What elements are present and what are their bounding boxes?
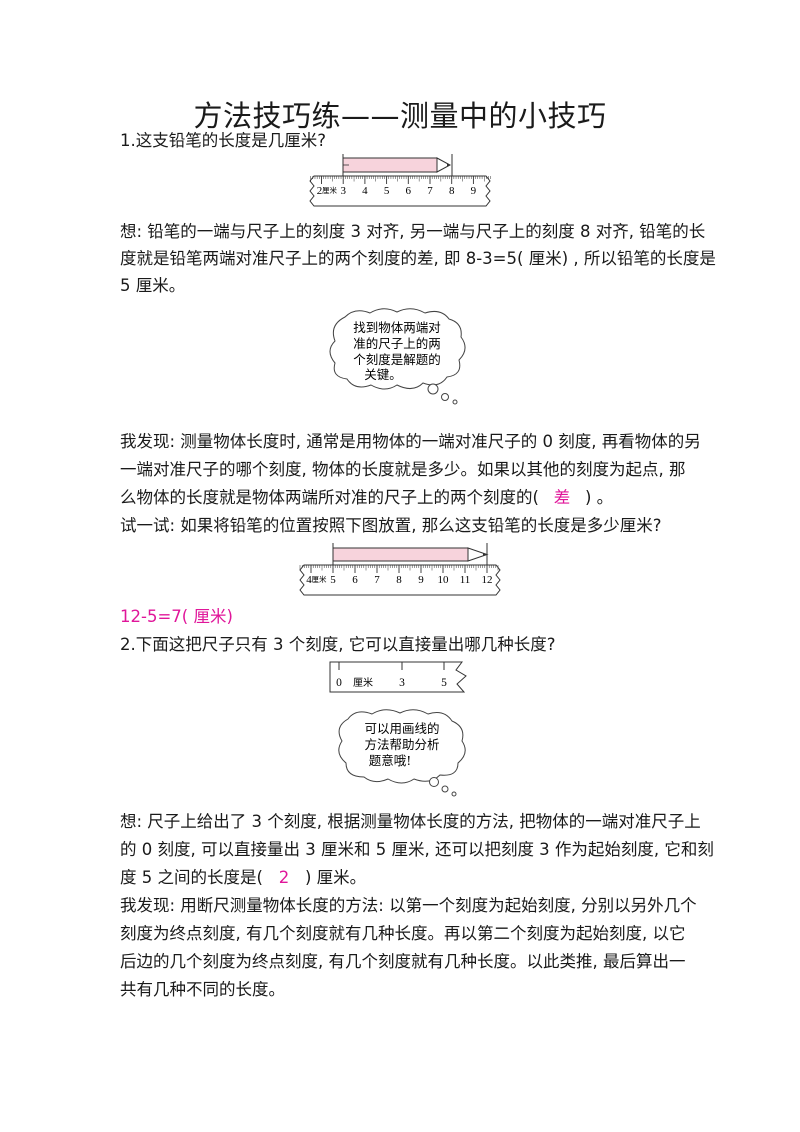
ruler-tick-label: 3 (340, 185, 346, 197)
q1-discover-line-1: 我发现: 测量物体长度时, 通常是用物体的一端对准尺子的 0 刻度, 再看物体的… (120, 432, 701, 451)
q1-pencil-2 (332, 543, 489, 565)
page-title: 方法技巧练——测量中的小技巧 (193, 99, 607, 133)
q1-answer: 12-5=7( 厘米) (120, 607, 233, 626)
q1-bubble-line-1: 找到物体两端对 (353, 320, 441, 335)
ruler-tick-label: 6 (406, 185, 412, 197)
q1-bubble-line-4: 关键。 (364, 367, 402, 382)
q2-bubble-line-1: 可以用画线的 (364, 721, 439, 736)
q2-think-line-2: 的 0 刻度, 可以直接量出 3 厘米和 5 厘米, 还可以把刻度 3 作为起始… (120, 840, 714, 859)
q2-broken-ruler: 0 厘米 3 5 (329, 661, 467, 693)
ruler-unit-label: 厘米 (312, 574, 327, 584)
ruler-tick-label: 8 (396, 574, 402, 586)
q1-bubble-line-2: 准的尺子上的两 (353, 336, 441, 351)
q2-think-line-3-end: ) 厘米。 (304, 868, 367, 887)
q2-bubble-line-3: 题意哦! (369, 753, 412, 768)
q1-discover-answer: 差 (553, 488, 571, 507)
q2-discover-line-3: 后边的几个刻度为终点刻度, 有几个刻度就有几种长度。以此类推, 最后算出一 (120, 952, 686, 971)
ruler-tick-label: 5 (330, 574, 336, 586)
ruler-tick-label: 10 (438, 574, 450, 586)
q2-think-line-3-text: 度 5 之间的长度是( (120, 868, 263, 887)
ruler-tick-label: 5 (384, 185, 390, 197)
q1-pencil (342, 154, 453, 176)
q1-discover-line-3-text: 么物体的长度就是物体两端所对准的尺子上的两个刻度的( (120, 488, 539, 507)
q1-think-line-2: 度就是铅笔两端对准尺子上的两个刻度的差, 即 8-3=5( 厘米) , 所以铅笔… (120, 249, 716, 268)
q1-bubble-line-3: 个刻度是解题的 (353, 352, 441, 367)
q1-ruler-2 (299, 564, 501, 596)
ruler-tick-label: 6 (352, 574, 358, 586)
q2-think-line-1: 想: 尺子上给出了 3 个刻度, 根据测量物体长度的方法, 把物体的一端对准尺子… (120, 812, 701, 831)
q2-ruler-label-5: 5 (441, 677, 447, 689)
q1-discover-line-3-end: ) 。 (584, 488, 614, 507)
ruler-tick-label: 4 (306, 574, 312, 586)
ruler-tick-label: 9 (471, 185, 477, 197)
q1-question: 1.这支铅笔的长度是几厘米? (120, 131, 327, 150)
q1-think-line-3: 5 厘米。 (120, 276, 186, 295)
q1-discover-line-3: 么物体的长度就是物体两端所对准的尺子上的两个刻度的( 差 ) 。 (120, 488, 690, 508)
q2-discover-line-1: 我发现: 用断尺测量物体长度的方法: 以第一个刻度为起始刻度, 分别以另外几个 (120, 896, 697, 915)
q2-bubble-line-2: 方法帮助分析 (364, 737, 439, 752)
ruler-unit-label: 厘米 (322, 185, 337, 195)
ruler-tick-label: 7 (427, 185, 433, 197)
q2-discover-line-2: 刻度为终点刻度, 有几个刻度就有几种长度。再以第二个刻度为起始刻度, 以它 (120, 924, 686, 943)
q2-discover-line-4: 共有几种不同的长度。 (120, 980, 285, 999)
q1-try: 试一试: 如果将铅笔的位置按照下图放置, 那么这支铅笔的长度是多少厘米? (120, 516, 662, 535)
ruler-tick-label: 2 (317, 185, 323, 197)
q1-ruler (309, 175, 491, 207)
ruler-tick-label: 12 (482, 574, 493, 586)
q2-thought-bubble: 可以用画线的 方法帮助分析 题意哦! (338, 709, 466, 797)
q2-ruler-label-0: 0 (336, 677, 342, 689)
ruler-tick-label: 7 (374, 574, 380, 586)
q1-thought-bubble: 找到物体两端对 准的尺子上的两 个刻度是解题的 关键。 (329, 308, 466, 405)
ruler-tick-label: 8 (449, 185, 455, 197)
q2-ruler-label-3: 3 (399, 677, 405, 689)
ruler-tick-label: 11 (460, 574, 471, 586)
q2-think-answer: 2 (278, 868, 290, 887)
q1-discover-line-2: 一端对准尺子的哪个刻度, 物体的长度就是多少。如果以其他的刻度为起点, 那 (120, 460, 686, 479)
q2-think-line-3: 度 5 之间的长度是( 2 ) 厘米。 (120, 868, 690, 888)
q2-question: 2.下面这把尺子只有 3 个刻度, 它可以直接量出哪几种长度? (120, 635, 556, 654)
q1-think-line-1: 想: 铅笔的一端与尺子上的刻度 3 对齐, 另一端与尺子上的刻度 8 对齐, 铅… (120, 222, 706, 241)
q2-ruler-unit: 厘米 (353, 676, 373, 689)
ruler-tick-label: 9 (418, 574, 424, 586)
ruler-tick-label: 4 (362, 185, 368, 197)
